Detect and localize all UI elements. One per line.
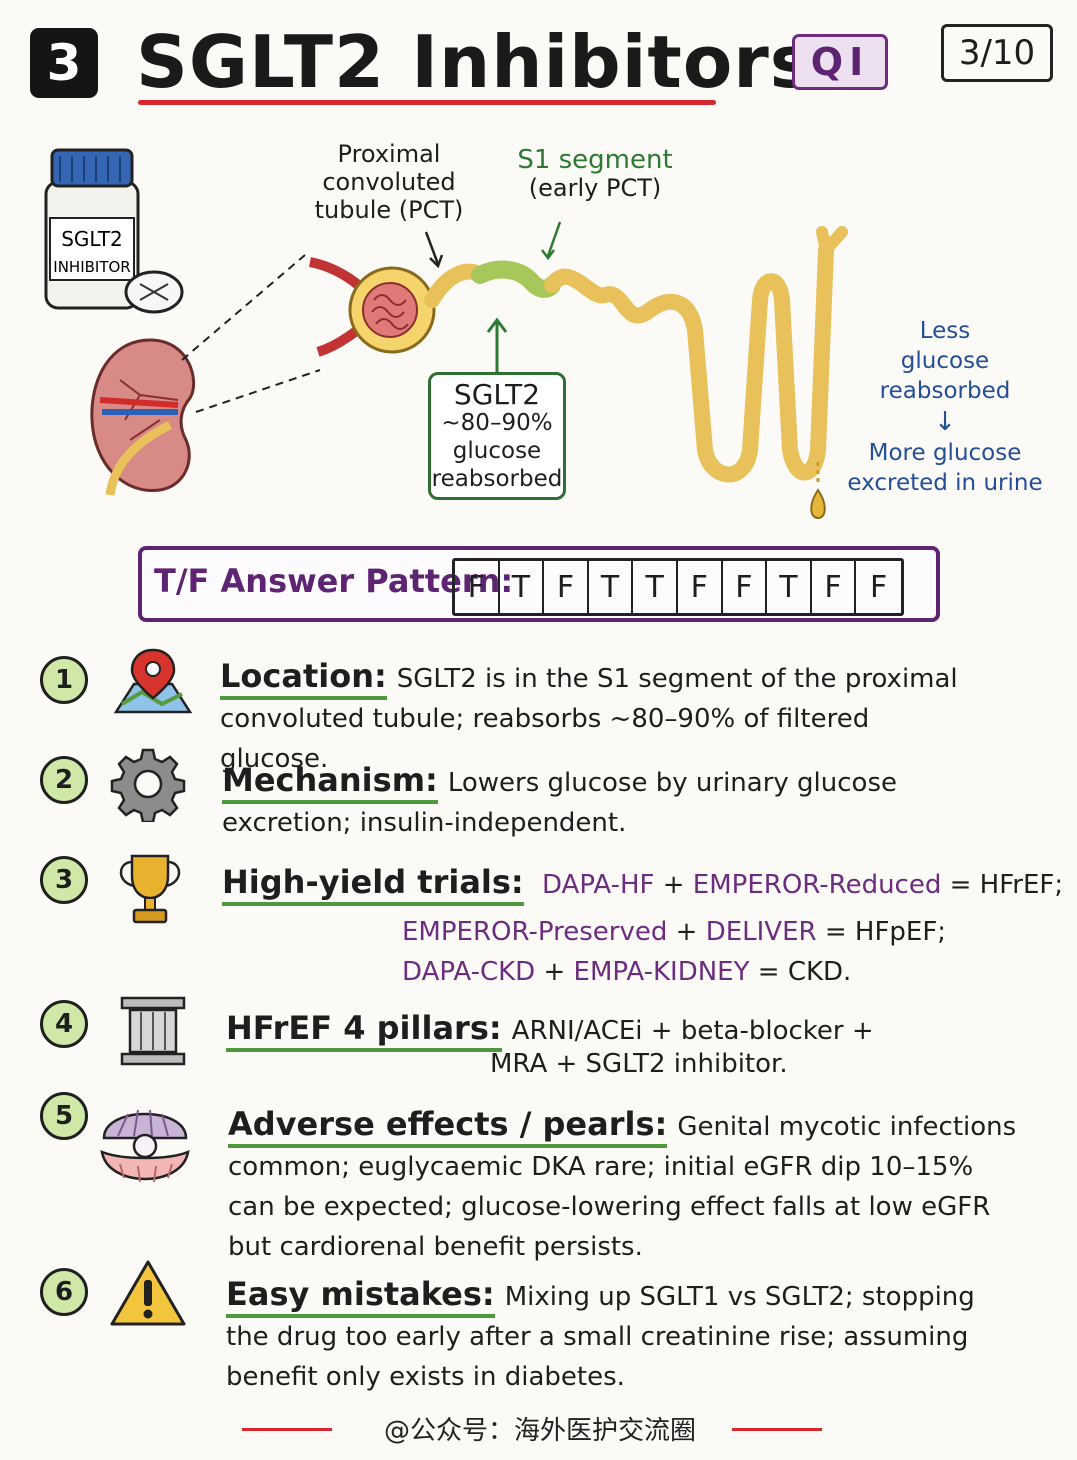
section-pillars: HFrEF 4 pillars:ARNI/ACEi + beta-blocker… — [226, 1008, 874, 1052]
pearl-shell-icon — [100, 1109, 190, 1183]
map-pin-icon — [113, 648, 193, 714]
kidney-icon — [90, 338, 196, 496]
svg-text:SGLT2: SGLT2 — [61, 227, 123, 251]
answer-cell: F — [870, 569, 888, 605]
section-heading: HFrEF 4 pillars: — [226, 1009, 502, 1052]
footer-divider-right — [732, 1428, 822, 1431]
trials-line-3: DAPA-CKD + EMPA-KIDNEY = CKD. — [402, 957, 852, 987]
page-counter: 3/10 — [941, 24, 1053, 82]
trial-name: EMPEROR-Reduced — [692, 870, 942, 900]
trials-line-2: EMPEROR-Preserved + DELIVER = HFpEF; — [402, 917, 947, 947]
section-number-2: 2 — [40, 756, 88, 804]
section-adverse-effects: Adverse effects / pearls:Genital mycotic… — [228, 1105, 1017, 1262]
answer-cell: T — [767, 561, 812, 613]
gear-icon — [110, 748, 186, 822]
trial-name: EMPA-KIDNEY — [573, 957, 750, 987]
section-heading: Easy mistakes: — [226, 1275, 495, 1318]
trial-name: EMPEROR-Preserved — [402, 917, 668, 947]
section-heading: Location: — [220, 657, 387, 700]
answer-cell: T — [633, 561, 678, 613]
answer-cell: F — [812, 561, 857, 613]
pill-bottle-icon: SGLT2 INHIBITOR — [44, 148, 184, 314]
nephron-diagram: SGLT2 INHIBITOR — [44, 148, 848, 520]
pct-label: Proximal convoluted tubule (PCT) — [314, 140, 464, 224]
answer-cell: F — [678, 561, 723, 613]
pillar-icon — [120, 996, 186, 1066]
sglt2-callout: SGLT2 ~80–90% glucose reabsorbed — [428, 372, 566, 500]
trophy-icon — [119, 854, 181, 924]
answer-cell: F — [544, 561, 589, 613]
footer-divider-left — [242, 1428, 332, 1431]
trial-name: DAPA-CKD — [402, 957, 536, 987]
trial-name: DELIVER — [705, 917, 817, 947]
page-title: SGLT2 Inhibitors — [136, 20, 814, 104]
answer-pattern-cells: F T F T T F F T F F — [452, 558, 904, 616]
section-easy-mistakes: Easy mistakes:Mixing up SGLT1 vs SGLT2; … — [226, 1275, 975, 1392]
glucose-excretion-note: Less glucose reabsorbed ↓ More glucose e… — [847, 318, 1043, 496]
answer-cell: T — [500, 561, 545, 613]
section-number-1: 1 — [40, 656, 88, 704]
section-number-6: 6 — [40, 1268, 88, 1316]
section-heading: Mechanism: — [222, 761, 438, 804]
section-number-3: 3 — [40, 856, 88, 904]
section-number-5: 5 — [40, 1092, 88, 1140]
section-heading: High-yield trials: — [222, 863, 524, 906]
s1-segment-label: S1 segment (early PCT) — [517, 145, 673, 202]
svg-text:INHIBITOR: INHIBITOR — [53, 258, 130, 276]
trial-name: DAPA-HF — [541, 870, 655, 900]
down-arrow-icon: ↓ — [934, 407, 956, 437]
answer-cell: T — [589, 561, 634, 613]
section-number-4: 4 — [40, 1000, 88, 1048]
section-number-badge: 3 — [30, 28, 98, 98]
answer-cell: F — [723, 561, 768, 613]
section-trials: High-yield trials: DAPA-HF + EMPEROR-Red… — [222, 862, 1063, 906]
qi-tag: QI — [792, 34, 888, 90]
pillars-line-2: MRA + SGLT2 inhibitor. — [490, 1049, 788, 1079]
warning-icon — [110, 1260, 186, 1326]
footer-credit: @公众号：海外医护交流圈 — [383, 1416, 696, 1446]
section-heading: Adverse effects / pearls: — [228, 1105, 668, 1148]
section-location: Location:SGLT2 is in the S1 segment of t… — [220, 657, 958, 774]
title-underline — [138, 100, 716, 105]
section-mechanism: Mechanism:Lowers glucose by urinary gluc… — [222, 761, 897, 838]
answer-cell: F — [455, 561, 500, 613]
